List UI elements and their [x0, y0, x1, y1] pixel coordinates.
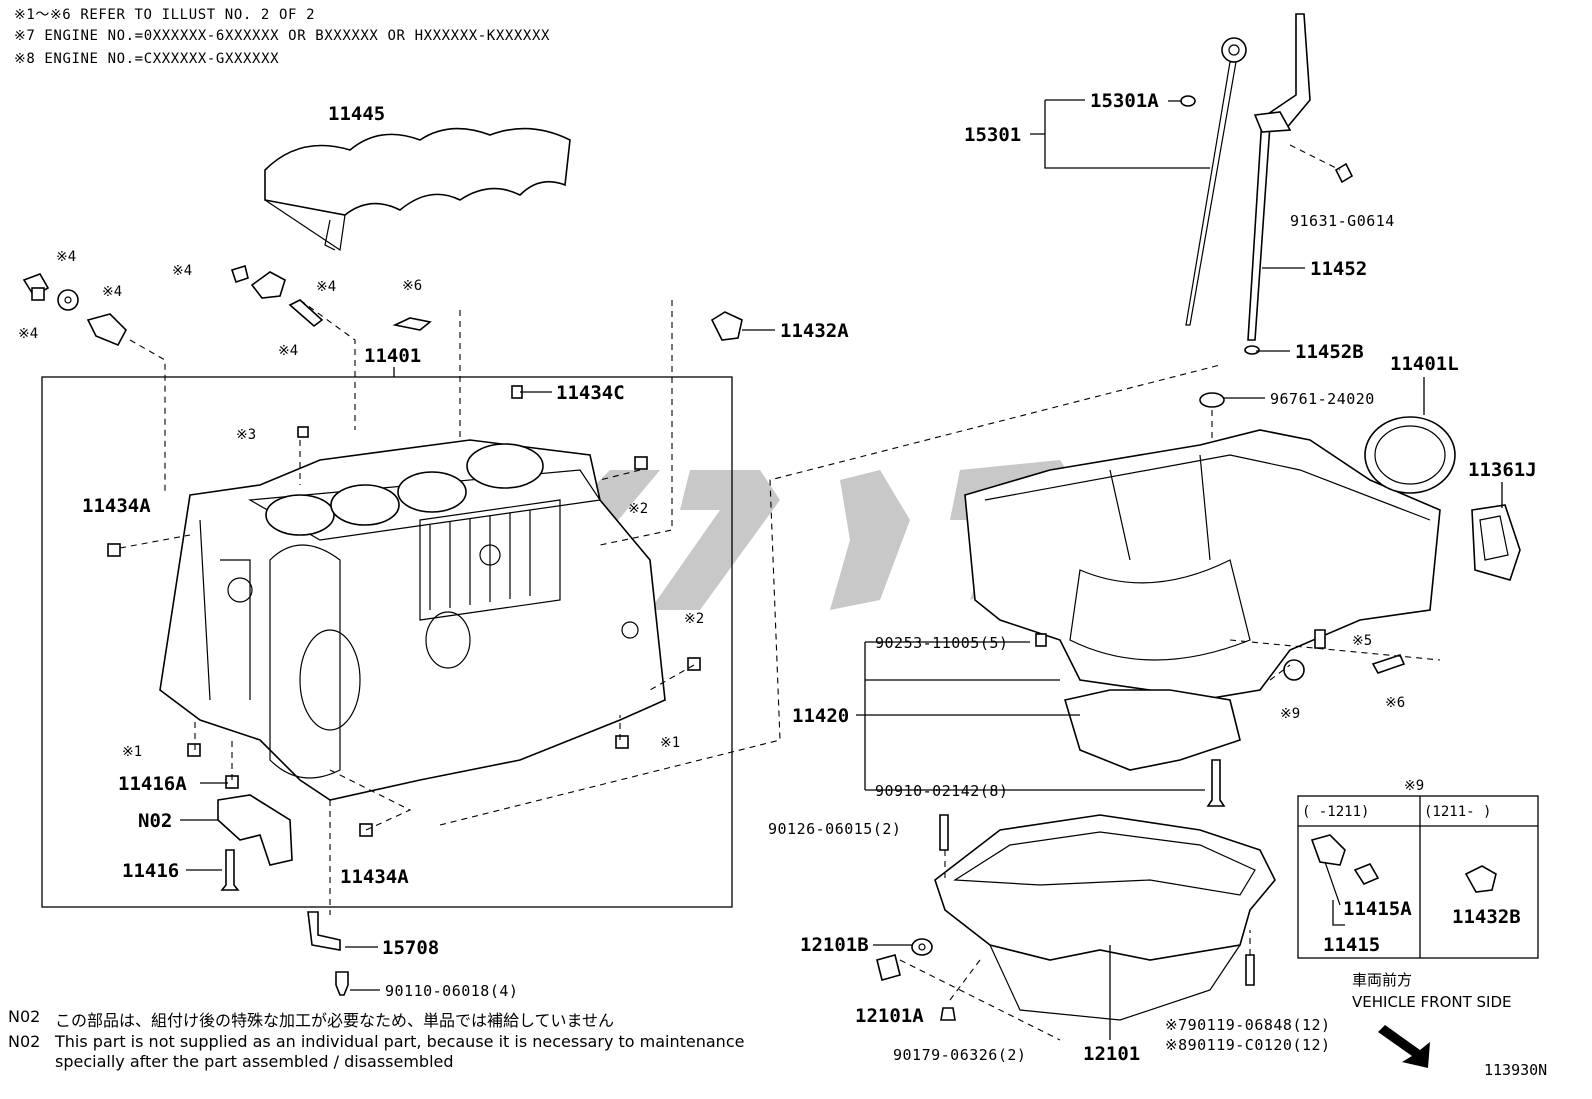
note-line-2: ※7 ENGINE NO.=0XXXXXX-6XXXXXX OR BXXXXXX…	[14, 28, 550, 44]
inset-col1: ( -1211)	[1302, 804, 1369, 820]
label-11415A: 11415A	[1343, 898, 1412, 920]
label-11434A-top: 11434A	[82, 495, 151, 517]
label-11416: 11416	[122, 860, 179, 882]
mark-4f: ※4	[278, 343, 298, 359]
label-12101B: 12101B	[800, 934, 869, 956]
oil-pan-upper-shape	[964, 416, 1521, 807]
oil-gauge-shapes	[1180, 13, 1354, 540]
label-11401: 11401	[364, 345, 421, 367]
label-N02: N02	[138, 810, 172, 832]
mark-2a: ※2	[628, 501, 648, 517]
illustration-id: 113930N	[1484, 1061, 1547, 1079]
reference-marks: ※4 ※4 ※4 ※4 ※4 ※4 ※6 ※3 ※2 ※2 ※1 ※1 ※5 ※…	[18, 249, 1405, 760]
mark-1b: ※1	[660, 735, 680, 751]
note-line-1: ※1～※6 REFER TO ILLUST NO. 2 OF 2	[14, 7, 316, 23]
footnote-en-line1: This part is not supplied as an individu…	[55, 1032, 745, 1051]
inset-labels: ※9 ( -1211) (1211- ) 11415A 11415 11432B	[1302, 778, 1521, 956]
label-11432B: 11432B	[1452, 906, 1521, 928]
label-11401L: 11401L	[1390, 353, 1459, 375]
label-11434A-bottom: 11434A	[340, 866, 409, 888]
mark-1a: ※1	[122, 744, 142, 760]
label-15708: 15708	[382, 937, 439, 959]
label-12101A: 12101A	[855, 1005, 924, 1027]
label-90179: 90179-06326(2)	[893, 1046, 1026, 1064]
callout-labels: 11445 11401 11432A 11434C 11434A 11416A …	[82, 90, 1537, 1065]
label-11432A: 11432A	[780, 320, 849, 342]
dashed-refs-left	[119, 299, 1221, 915]
label-790119: ※790119-06848(12)	[1165, 1016, 1331, 1034]
label-15301A: 15301A	[1090, 90, 1159, 112]
label-91631: 91631-G0614	[1290, 212, 1395, 230]
mark-3: ※3	[236, 427, 256, 443]
label-11416A: 11416A	[118, 773, 187, 795]
label-11361J: 11361J	[1468, 459, 1537, 481]
label-11434C: 11434C	[556, 382, 625, 404]
mark-4c: ※4	[102, 284, 122, 300]
vehicle-front-en: VEHICLE FRONT SIDE	[1352, 993, 1512, 1011]
mark-6a: ※6	[402, 278, 422, 294]
footnote-en-code: N02	[8, 1032, 41, 1051]
inset-col2: (1211- )	[1424, 804, 1491, 820]
label-11445: 11445	[328, 103, 385, 125]
vehicle-front-jp: 車両前方	[1352, 971, 1412, 989]
label-90126: 90126-06015(2)	[768, 820, 901, 838]
insulator-11445-shape	[264, 127, 571, 252]
mark-2b: ※2	[684, 611, 704, 627]
mark-6b: ※6	[1385, 695, 1405, 711]
mark-9: ※9	[1280, 706, 1300, 722]
small-parts-left	[22, 264, 743, 996]
label-90110: 90110-06018(4)	[385, 982, 518, 1000]
label-11420: 11420	[792, 705, 849, 727]
leader-lines	[180, 99, 1503, 1040]
label-11452B: 11452B	[1295, 341, 1364, 363]
label-96761: 96761-24020	[1270, 390, 1375, 408]
footnote-en-line2: specially after the part assembled / dis…	[55, 1052, 454, 1071]
label-890119: ※890119-C0120(12)	[1165, 1036, 1331, 1054]
note-line-3: ※8 ENGINE NO.=CXXXXXX-GXXXXXX	[14, 51, 280, 67]
mark-5: ※5	[1352, 633, 1372, 649]
label-90910: 90910-02142(8)	[875, 782, 1008, 800]
label-15301: 15301	[964, 124, 1021, 146]
mark-4a: ※4	[56, 249, 76, 265]
label-12101: 12101	[1083, 1043, 1140, 1065]
mark-4d: ※4	[172, 263, 192, 279]
footnote-jp-text: この部品は、組付け後の特殊な加工が必要なため、単品では補給していません	[55, 1011, 615, 1030]
label-11452: 11452	[1310, 258, 1367, 280]
inset-box	[1297, 795, 1539, 959]
mark-4b: ※4	[18, 326, 38, 342]
oil-pan-shape	[876, 814, 1276, 1041]
inset-title: ※9	[1404, 778, 1424, 794]
cylinder-block-group-frame	[41, 376, 733, 908]
label-11415: 11415	[1323, 934, 1380, 956]
vehicle-front-arrow	[1378, 1025, 1430, 1068]
footnote-jp-code: N02	[8, 1007, 41, 1026]
label-90253: 90253-11005(5)	[875, 634, 1008, 652]
mark-4e: ※4	[316, 279, 336, 295]
cylinder-block-shape	[159, 439, 666, 801]
